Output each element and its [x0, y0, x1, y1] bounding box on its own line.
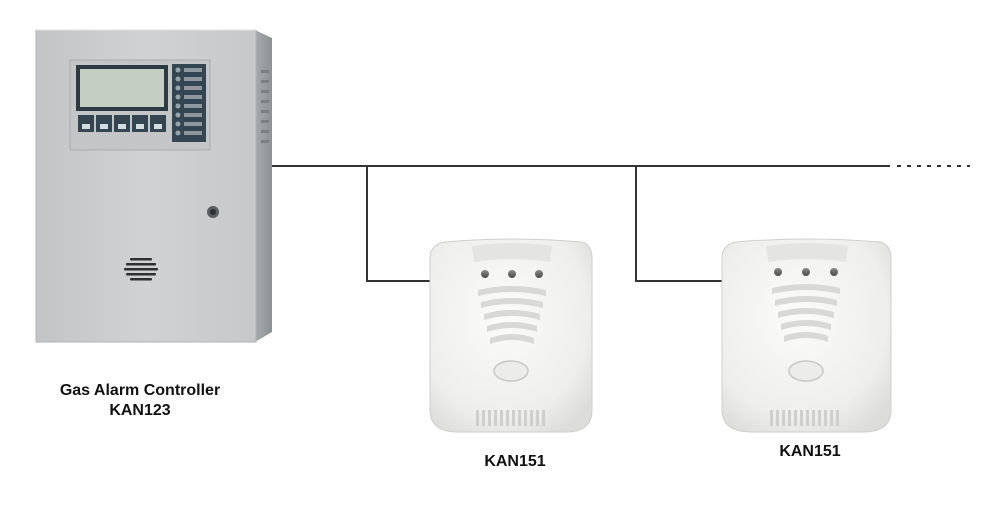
detector-1-test-button: [493, 360, 529, 382]
gas-detector-1: [429, 238, 593, 433]
detector-2-test-button: [788, 360, 824, 382]
detector-1-vent-slots: [478, 286, 546, 344]
branch-wire-detector-1: [366, 166, 440, 282]
lock-icon: [207, 206, 219, 218]
detector-2-bottom-grille: [770, 410, 839, 426]
branch-wire-detector-2: [635, 166, 730, 282]
controller-label: Gas Alarm Controller KAN123: [40, 381, 240, 421]
gas-detector-2: [721, 238, 892, 433]
detector-2-leds: [774, 268, 838, 276]
cabinet-side-panel: [255, 30, 272, 342]
bus-wiring: [270, 165, 970, 282]
side-vents: [261, 70, 269, 143]
detector-2-vent-slots: [772, 284, 840, 342]
detector-1-model-label: KAN151: [484, 453, 546, 470]
detector-1-leds: [481, 270, 543, 278]
detector-1-bottom-grille: [476, 410, 545, 426]
gas-alarm-controller-cabinet: [35, 29, 272, 343]
indicator-panel: [172, 64, 206, 142]
detector-2-model-label: KAN151: [779, 443, 841, 460]
keypad: [78, 115, 166, 132]
lcd-display: [76, 65, 168, 111]
controller-model: KAN123: [109, 402, 171, 419]
controller-name: Gas Alarm Controller: [59, 382, 221, 399]
speaker-grille-icon: [124, 258, 158, 281]
